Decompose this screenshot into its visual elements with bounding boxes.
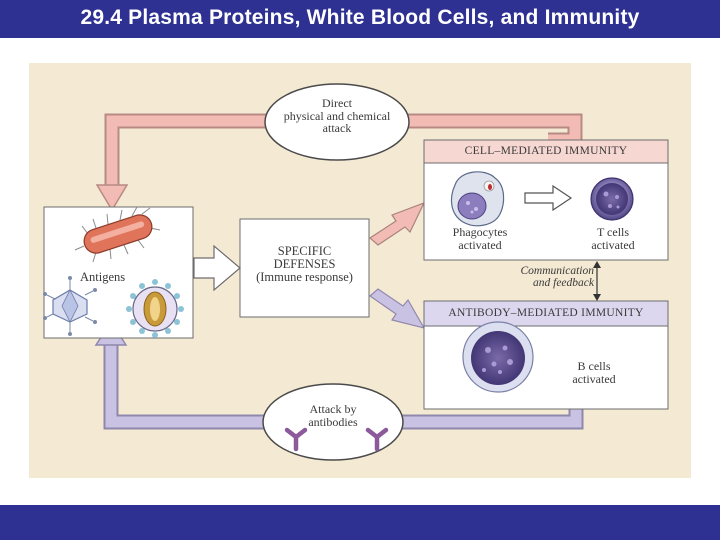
direct-attack-line-3: attack	[322, 121, 352, 136]
specific-defenses-line-1: SPECIFIC	[277, 244, 332, 258]
phagocyte-cell	[450, 171, 505, 227]
t-cells-line-2: activated	[591, 237, 635, 252]
t-cells-line-1: T cells	[596, 225, 630, 239]
direct-attack-line-2: physical and chemical	[283, 108, 391, 123]
attack-antibodies-label: Attack by antibodies	[283, 403, 383, 428]
b-cell	[462, 321, 534, 393]
footer-bar	[0, 505, 720, 540]
communication-line-2: and feedback	[533, 277, 594, 290]
communication-line-1: Communication	[520, 265, 594, 277]
specific-defenses-line-2: DEFENSES	[273, 257, 336, 272]
top-loop-arrowhead	[95, 184, 129, 212]
specific-defenses-line-3: (Immune response)	[256, 270, 353, 285]
virus-antigen	[43, 276, 97, 336]
phagocytes-label: Phagocytes activated	[440, 226, 520, 251]
direct-attack-ellipse	[264, 83, 410, 161]
to-cell-mediated-arrow	[369, 201, 426, 246]
cell-mediated-header-text: CELL–MEDIATED IMMUNITY	[464, 145, 628, 157]
title-bar	[0, 0, 720, 38]
t-cells-label: T cells activated	[578, 226, 648, 251]
communication-label: Communication and feedback	[494, 265, 594, 289]
attack-antibodies-line-2: antibodies	[308, 414, 358, 429]
attack-antibodies-line-1: Attack by	[309, 402, 357, 416]
t-cell	[590, 177, 634, 221]
bacterium-antigen	[74, 206, 161, 263]
specific-defenses-box	[239, 218, 370, 318]
direct-attack-line-1: Direct	[322, 96, 352, 110]
slide-title: 29.4 Plasma Proteins, White Blood Cells,…	[80, 6, 640, 29]
phagocyte-to-tcell-arrow	[524, 184, 573, 212]
phagocytes-line-1: Phagocytes	[452, 225, 508, 239]
antibody-right	[365, 427, 389, 452]
b-cells-line-2: activated	[572, 371, 616, 386]
antigens-label: Antigens	[80, 270, 126, 284]
direct-attack-label: Direct physical and chemical attack	[265, 97, 409, 135]
b-cells-line-1: B cells	[577, 359, 611, 373]
b-cells-label: B cells activated	[556, 360, 632, 385]
specific-defenses-label: SPECIFIC DEFENSES (Immune response)	[240, 244, 369, 285]
cell-mediated-header	[423, 139, 669, 164]
spiky-antigen	[126, 279, 184, 338]
phagocytes-line-2: activated	[458, 237, 502, 252]
antigens-to-defenses-arrow	[193, 244, 241, 292]
antibody-mediated-header	[423, 300, 669, 327]
to-antibody-mediated-arrow	[369, 288, 426, 329]
antibody-mediated-header-text: ANTIBODY–MEDIATED IMMUNITY	[448, 307, 644, 319]
antibody-left	[284, 427, 308, 452]
